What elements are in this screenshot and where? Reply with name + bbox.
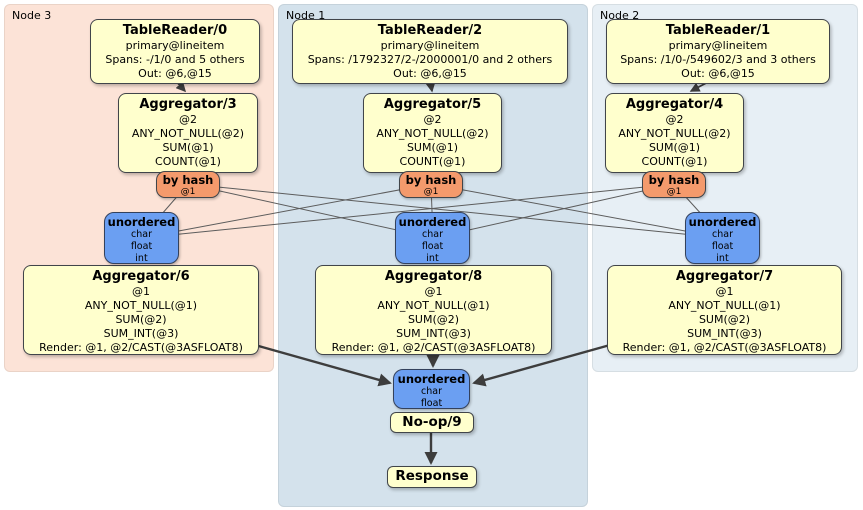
- processor-detail: SUM(@2): [115, 313, 167, 326]
- edge-router1-stream3: [140, 183, 432, 239]
- processor-tablereader-2: TableReader/2 primary@lineitem Spans: /1…: [292, 19, 568, 84]
- processor-detail: SUM_INT(@3): [103, 327, 179, 340]
- sync-type: char: [712, 229, 733, 240]
- processor-aggregator-6: Aggregator/6 @1 ANY_NOT_NULL(@1) SUM(@2)…: [23, 265, 259, 355]
- sync-type: char: [421, 386, 442, 397]
- edge-router3-stream1: [187, 183, 434, 239]
- processor-detail: @2: [665, 113, 684, 126]
- processor-detail: SUM_INT(@3): [687, 327, 762, 340]
- sync-type: float: [421, 241, 444, 252]
- processor-title: TableReader/0: [122, 23, 228, 38]
- sync-type: char: [422, 229, 443, 240]
- processor-detail: SUM(@2): [407, 313, 460, 326]
- processor-aggregator-4: Aggregator/4 @2 ANY_NOT_NULL(@2) SUM(@1)…: [605, 93, 744, 173]
- sync-unordered-node1: unordered char float int: [395, 212, 470, 264]
- processor-detail: COUNT(@1): [155, 155, 221, 168]
- processor-detail: Spans: /1792327/2-/2000001/0 and 2 other…: [307, 53, 553, 66]
- router-columns: @1: [423, 187, 439, 197]
- processor-detail: COUNT(@1): [641, 155, 708, 168]
- response-node: Response: [387, 466, 477, 488]
- router-columns: @1: [666, 187, 682, 197]
- processor-detail: @2: [179, 113, 197, 126]
- sync-unordered-node3: unordered char float int: [104, 212, 179, 264]
- router-by-hash-node1: by hash @1: [399, 171, 463, 198]
- processor-detail: @2: [423, 113, 442, 126]
- sync-type: float: [420, 398, 443, 409]
- sync-type: float: [130, 241, 153, 252]
- sync-type: float: [711, 241, 734, 252]
- sync-type: int: [716, 253, 729, 264]
- processor-tablereader-0: TableReader/0 primary@lineitem Spans: -/…: [90, 19, 260, 84]
- processor-title: Aggregator/6: [92, 269, 190, 284]
- processor-title: Aggregator/4: [625, 97, 724, 112]
- processor-detail: @1: [424, 285, 443, 298]
- processor-detail: SUM(@2): [698, 313, 751, 326]
- node-region-label: Node 2: [600, 9, 640, 22]
- processor-detail: @1: [132, 285, 150, 298]
- processor-title: TableReader/2: [377, 23, 483, 38]
- processor-detail: Out: @6,@15: [138, 67, 212, 80]
- processor-title: Aggregator/3: [139, 97, 237, 112]
- sync-title: unordered: [397, 372, 466, 386]
- processor-detail: ANY_NOT_NULL(@1): [668, 299, 781, 312]
- processor-detail: Render: @1, @2/CAST(@3ASFLOAT8): [39, 341, 243, 354]
- processor-detail: Spans: -/1/0 and 5 others: [105, 53, 245, 66]
- edge-agg6-outstream: [254, 343, 392, 387]
- processor-title: Aggregator/7: [675, 269, 774, 284]
- processor-aggregator-7: Aggregator/7 @1 ANY_NOT_NULL(@1) SUM(@2)…: [607, 265, 842, 355]
- processor-detail: SUM(@1): [406, 141, 459, 154]
- processor-detail: Render: @1, @2/CAST(@3ASFLOAT8): [331, 341, 536, 354]
- processor-aggregator-5: Aggregator/5 @2 ANY_NOT_NULL(@2) SUM(@1)…: [363, 93, 502, 173]
- processor-detail: SUM(@1): [648, 141, 701, 154]
- processor-detail: Out: @6,@15: [681, 67, 755, 80]
- processor-detail: ANY_NOT_NULL(@2): [131, 127, 245, 140]
- processor-detail: @1: [715, 285, 734, 298]
- processor-aggregator-8: Aggregator/8 @1 ANY_NOT_NULL(@1) SUM(@2)…: [315, 265, 552, 355]
- processor-detail: primary@lineitem: [668, 39, 768, 52]
- sync-title: unordered: [688, 215, 757, 229]
- processor-detail: ANY_NOT_NULL(@2): [376, 127, 489, 140]
- sync-unordered-node2: unordered char float int: [685, 212, 760, 264]
- sync-type: int: [426, 253, 439, 264]
- edge-router3-stream2: [187, 183, 724, 239]
- router-by-hash-node3: by hash @1: [156, 171, 220, 198]
- sync-title: unordered: [107, 215, 176, 229]
- sync-type: char: [131, 229, 152, 240]
- processor-title: Aggregator/5: [383, 97, 482, 112]
- processor-title: TableReader/1: [665, 23, 771, 38]
- processor-aggregator-3: Aggregator/3 @2 ANY_NOT_NULL(@2) SUM(@1)…: [118, 93, 258, 173]
- processor-noop-9: No-op/9: [390, 412, 474, 433]
- processor-title: Response: [395, 468, 469, 484]
- sync-type: int: [135, 253, 148, 264]
- router-columns: @1: [180, 187, 196, 197]
- processor-title: No-op/9: [402, 414, 462, 430]
- edge-router1-stream2: [430, 183, 724, 239]
- edge-router2-stream3: [140, 183, 675, 239]
- processor-detail: Render: @1, @2/CAST(@3ASFLOAT8): [622, 341, 827, 354]
- processor-detail: ANY_NOT_NULL(@2): [618, 127, 731, 140]
- processor-detail: primary@lineitem: [125, 39, 225, 52]
- processor-detail: ANY_NOT_NULL(@1): [84, 299, 198, 312]
- router-title: by hash: [648, 173, 700, 187]
- edge-agg7-outstream: [472, 343, 611, 387]
- processor-detail: Out: @6,@15: [393, 67, 467, 80]
- router-by-hash-node2: by hash @1: [642, 171, 706, 198]
- node-region-label: Node 1: [286, 9, 326, 22]
- processor-detail: primary@lineitem: [380, 39, 480, 52]
- processor-title: Aggregator/8: [384, 269, 483, 284]
- router-title: by hash: [162, 173, 214, 187]
- processor-detail: COUNT(@1): [399, 155, 466, 168]
- processor-detail: Spans: /1/0-/549602/3 and 3 others: [620, 53, 816, 66]
- processor-detail: SUM(@1): [162, 141, 214, 154]
- sync-title: unordered: [398, 215, 467, 229]
- processor-detail: SUM_INT(@3): [396, 327, 471, 340]
- node-region-label: Node 3: [12, 9, 52, 22]
- sync-unordered-output: unordered char float: [393, 369, 470, 409]
- processor-tablereader-1: TableReader/1 primary@lineitem Spans: /1…: [606, 19, 830, 84]
- router-title: by hash: [405, 173, 457, 187]
- edge-router2-stream1: [432, 183, 675, 239]
- processor-detail: ANY_NOT_NULL(@1): [377, 299, 490, 312]
